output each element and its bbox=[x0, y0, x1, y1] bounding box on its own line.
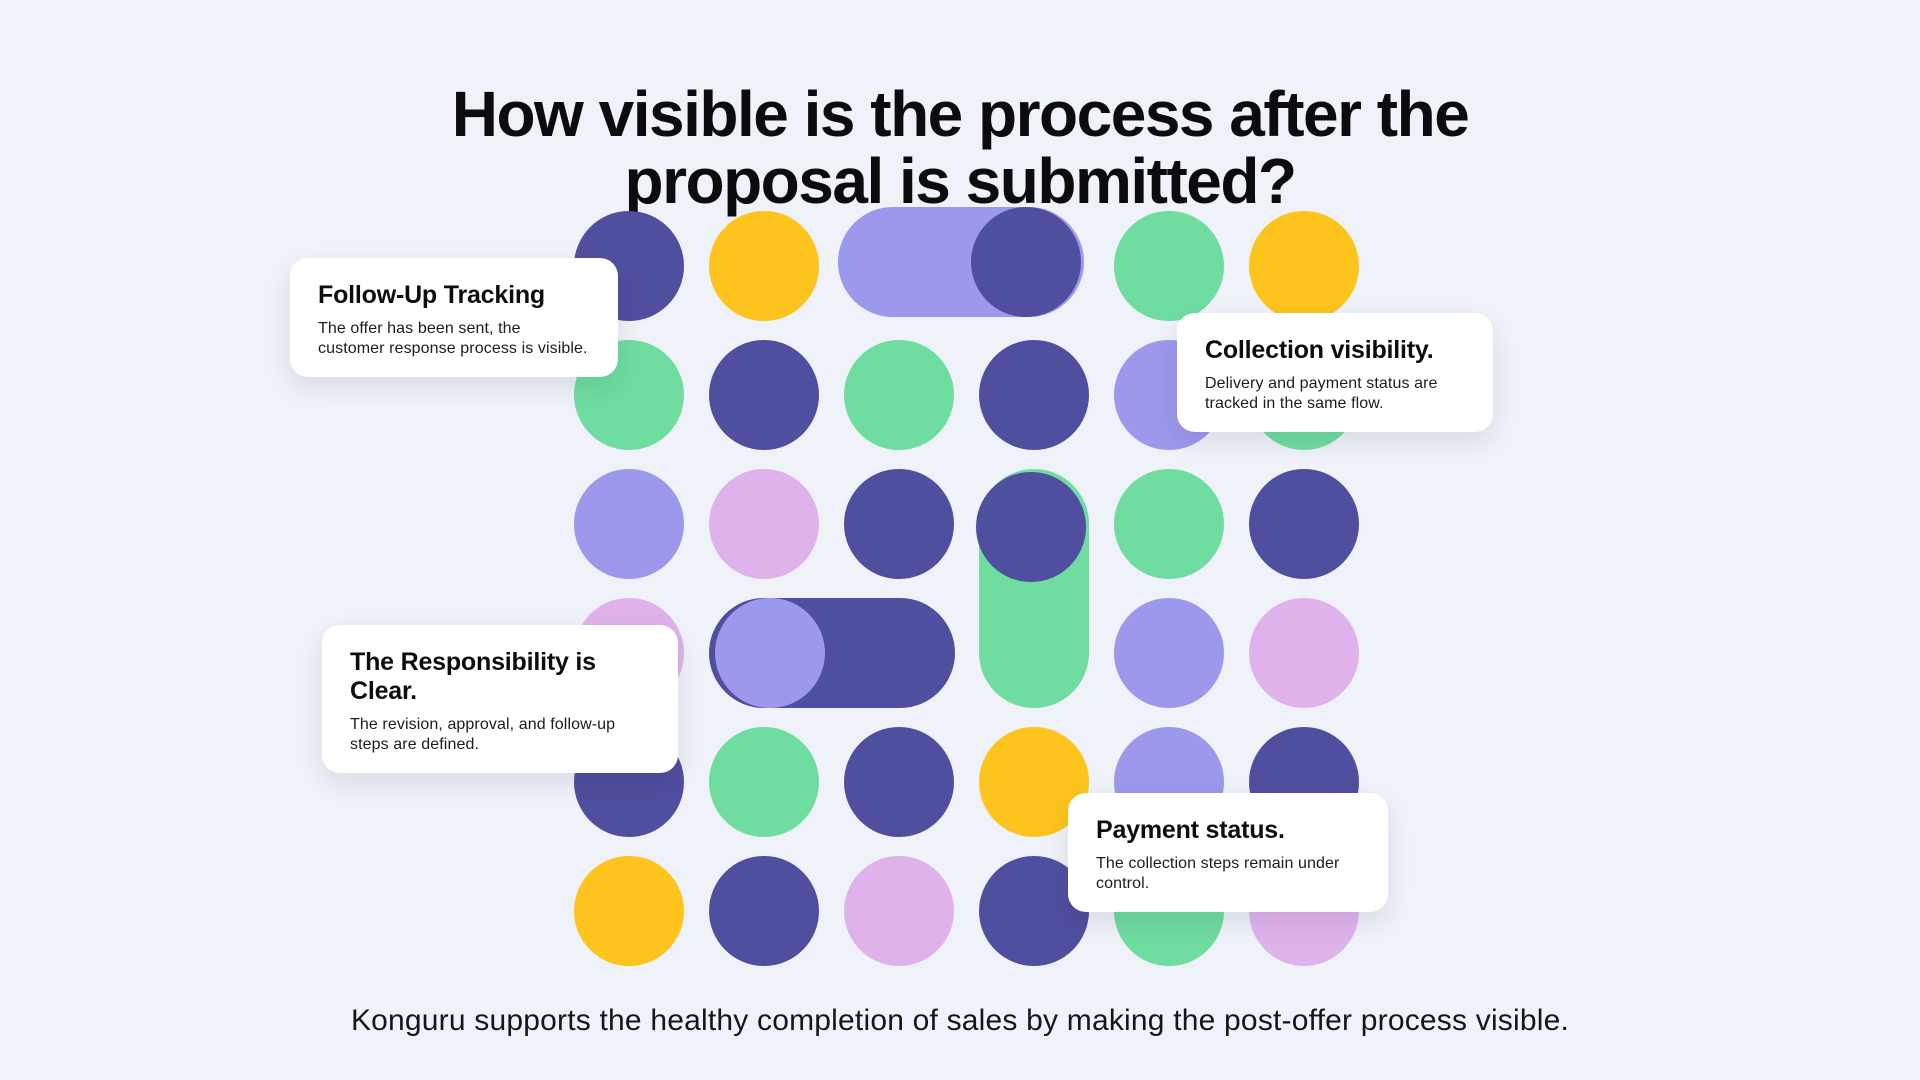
card-title: Payment status. bbox=[1096, 816, 1285, 844]
grid-circle-lavender bbox=[1114, 598, 1224, 708]
grid-circle-pink bbox=[844, 856, 954, 966]
grid-circle-indigo bbox=[844, 727, 954, 837]
grid-circle-yellow bbox=[1249, 211, 1359, 321]
grid-circle-indigo bbox=[1249, 469, 1359, 579]
card-title: Follow-Up Tracking bbox=[318, 281, 545, 309]
card-payment-status: Payment status. The collection steps rem… bbox=[1068, 793, 1388, 912]
pill-row1-knob-circle bbox=[971, 207, 1081, 317]
footer-text: Konguru supports the healthy completion … bbox=[350, 1004, 1570, 1037]
card-body: The revision, approval, and follow-up st… bbox=[350, 716, 616, 753]
grid-circle-indigo bbox=[709, 856, 819, 966]
card-body: The offer has been sent, the customer re… bbox=[318, 320, 588, 357]
grid-circle-yellow bbox=[574, 856, 684, 966]
card-collection-visibility: Collection visibility. Delivery and paym… bbox=[1177, 313, 1493, 432]
grid-circle-green bbox=[1114, 469, 1224, 579]
card-responsibility-is-clear: The Responsibility is Clear. The revisio… bbox=[322, 625, 678, 773]
grid-circle-green bbox=[1114, 211, 1224, 321]
grid-circle-indigo bbox=[979, 340, 1089, 450]
grid-circle-pink bbox=[1249, 598, 1359, 708]
grid-circle-yellow bbox=[709, 211, 819, 321]
card-body: The collection steps remain under contro… bbox=[1096, 855, 1340, 892]
grid-circle-pink bbox=[709, 469, 819, 579]
card-title: The Responsibility is Clear. bbox=[350, 648, 596, 705]
card-body: Delivery and payment status are tracked … bbox=[1205, 375, 1438, 412]
pill-col4-knob-circle bbox=[976, 472, 1086, 582]
grid-circle-indigo bbox=[709, 340, 819, 450]
page-title-line2: proposal is submitted? bbox=[624, 144, 1297, 217]
page-title: How visible is the process after the pro… bbox=[0, 77, 1920, 217]
grid-circle-indigo bbox=[844, 469, 954, 579]
grid-circle-green bbox=[844, 340, 954, 450]
page-title-line1: How visible is the process after the bbox=[451, 77, 1470, 150]
card-title: Collection visibility. bbox=[1205, 336, 1434, 364]
card-follow-up-tracking: Follow-Up Tracking The offer has been se… bbox=[290, 258, 618, 377]
grid-circle-lavender bbox=[574, 469, 684, 579]
pill-row4-knob-circle bbox=[715, 598, 825, 708]
grid-circle-green bbox=[709, 727, 819, 837]
